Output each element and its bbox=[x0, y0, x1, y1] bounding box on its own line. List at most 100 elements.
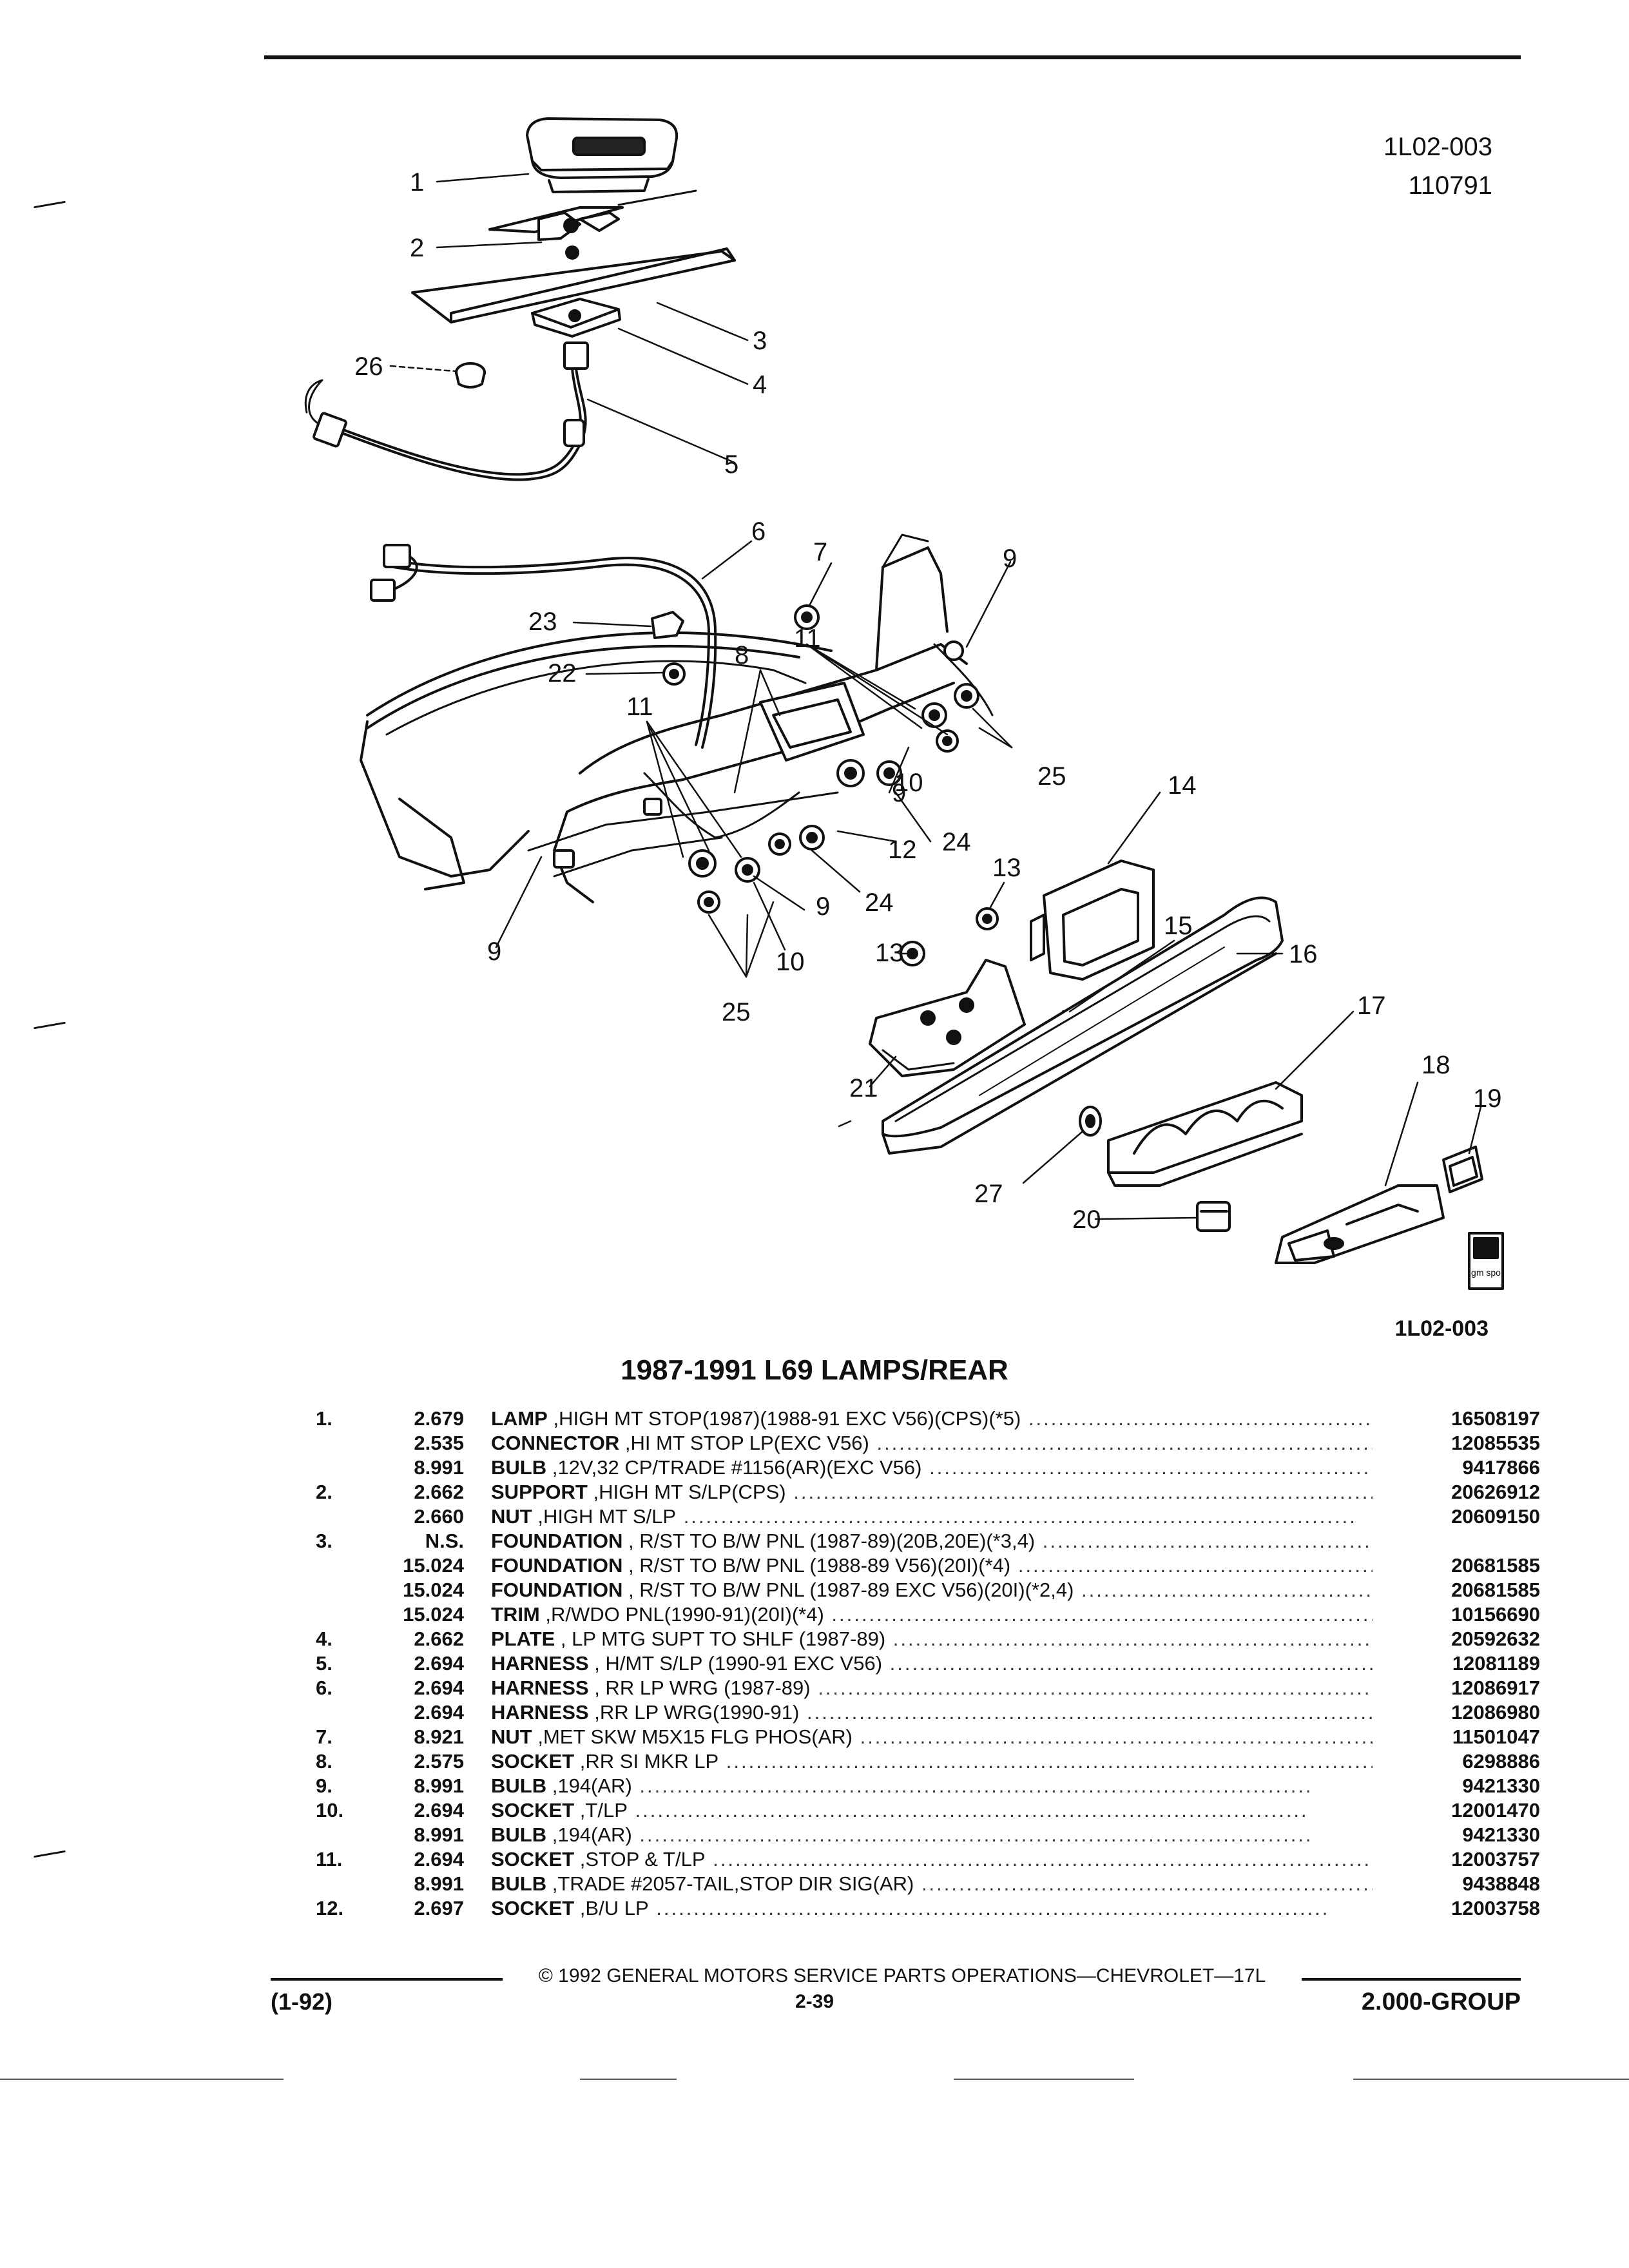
side-marker-lamp bbox=[1442, 1146, 1483, 1193]
part-description: HARNESS , RR LP WRG (1987-89) ..........… bbox=[491, 1676, 1373, 1700]
part-description: SOCKET ,RR SI MKR LP ...................… bbox=[491, 1749, 1373, 1774]
group-number: 2.662 bbox=[414, 1481, 464, 1503]
group-number: 2.694 bbox=[414, 1652, 464, 1675]
part-description: BULB ,194(AR) ..........................… bbox=[491, 1823, 1373, 1847]
part-detail: ,194(AR) bbox=[546, 1823, 632, 1846]
mounting-plate bbox=[531, 298, 621, 338]
callout-9: 9 bbox=[816, 892, 830, 921]
part-description: BULB ,TRADE #2057-TAIL,STOP DIR SIG(AR) … bbox=[491, 1872, 1373, 1896]
group-number: 15.024 bbox=[403, 1603, 464, 1626]
part-description: SOCKET ,STOP & T/LP ....................… bbox=[491, 1847, 1373, 1872]
part-detail: ,HIGH MT S/LP bbox=[532, 1505, 677, 1528]
callout-17: 17 bbox=[1357, 992, 1386, 1020]
part-number: 20681585 bbox=[1451, 1554, 1540, 1577]
callout-19: 19 bbox=[1473, 1084, 1502, 1113]
callout-10: 10 bbox=[776, 948, 805, 976]
callout-16: 16 bbox=[1289, 940, 1318, 968]
leader-dots: ........................................… bbox=[627, 1799, 1309, 1821]
part-detail: ,HIGH MT STOP(1987)(1988-91 EXC V56)(CPS… bbox=[547, 1407, 1021, 1430]
part-description: NUT ,MET SKW M5X15 FLG PHOS(AR) ........… bbox=[491, 1725, 1373, 1749]
section-title: 1987-1991 L69 LAMPS/REAR bbox=[621, 1354, 1008, 1386]
rear-body-structure bbox=[360, 533, 994, 903]
parts-row: 2.694 HARNESS ,RR LP WRG(1990-91) .......… bbox=[303, 1700, 1540, 1725]
part-name: FOUNDATION bbox=[491, 1554, 623, 1577]
part-number: 20681585 bbox=[1451, 1579, 1540, 1601]
group-number: 2.694 bbox=[414, 1677, 464, 1699]
header-ref-date: 110791 bbox=[1408, 171, 1492, 200]
callout-3: 3 bbox=[753, 327, 767, 355]
scan-mark bbox=[0, 2079, 284, 2080]
part-detail: ,HI MT STOP LP(EXC V56) bbox=[619, 1432, 869, 1454]
logo-text: gm spo bbox=[1471, 1267, 1501, 1278]
part-detail: ,R/WDO PNL(1990-91)(20I)(*4) bbox=[539, 1603, 824, 1626]
scan-mark bbox=[580, 2079, 677, 2080]
part-description: NUT ,HIGH MT S/LP ......................… bbox=[491, 1504, 1373, 1529]
part-description: PLATE , LP MTG SUPT TO SHLF (1987-89) ..… bbox=[491, 1627, 1373, 1651]
leader-dots: ........................................… bbox=[705, 1848, 1373, 1870]
margin-mark bbox=[34, 1850, 66, 1858]
part-number: 12086917 bbox=[1451, 1677, 1540, 1699]
group-number: 2.694 bbox=[414, 1701, 464, 1724]
part-number: 9421330 bbox=[1462, 1823, 1540, 1846]
part-description: BULB ,194(AR) ..........................… bbox=[491, 1774, 1373, 1798]
header-ref-code: 1L02-003 bbox=[1383, 133, 1492, 161]
callout-22: 22 bbox=[548, 659, 577, 687]
part-name: FOUNDATION bbox=[491, 1530, 623, 1552]
part-detail: ,RR LP WRG(1990-91) bbox=[588, 1701, 800, 1724]
group-number: 8.921 bbox=[414, 1725, 464, 1748]
callout-25: 25 bbox=[1037, 762, 1066, 791]
footer-group: 2.000-GROUP bbox=[1361, 1988, 1521, 2015]
leader-dots: ........................................… bbox=[676, 1505, 1357, 1528]
callout-labels: 1 2 3 4 5 6 7 8 9 9 9 9 10 10 11 11 12 1… bbox=[354, 168, 1502, 1234]
item-number: 7. bbox=[316, 1725, 333, 1748]
callout-11: 11 bbox=[794, 624, 821, 653]
callout-26: 26 bbox=[354, 352, 383, 381]
item-number: 5. bbox=[316, 1652, 333, 1675]
part-name: HARNESS bbox=[491, 1701, 589, 1724]
part-name: SOCKET bbox=[491, 1750, 575, 1773]
leader-dots: ........................................… bbox=[889, 1652, 1373, 1675]
group-number: 2.575 bbox=[414, 1750, 464, 1773]
footer-date: (1-92) bbox=[271, 1988, 333, 2015]
callout-7: 7 bbox=[813, 538, 827, 566]
part-number: 12086980 bbox=[1451, 1701, 1540, 1724]
part-description: HARNESS ,RR LP WRG(1990-91) ............… bbox=[491, 1700, 1373, 1725]
group-number: 8.991 bbox=[414, 1823, 464, 1846]
part-name: FOUNDATION bbox=[491, 1579, 623, 1601]
part-number: 12085535 bbox=[1451, 1432, 1540, 1454]
part-detail: , LP MTG SUPT TO SHLF (1987-89) bbox=[555, 1628, 886, 1650]
callout-8: 8 bbox=[735, 641, 749, 669]
callout-13: 13 bbox=[992, 854, 1021, 882]
callout-1: 1 bbox=[410, 168, 424, 197]
group-number: 8.991 bbox=[414, 1872, 464, 1895]
part-number: 12081189 bbox=[1452, 1652, 1540, 1675]
footer-page-number: 2-39 bbox=[795, 1991, 834, 2012]
leader-dots: ........................................… bbox=[831, 1603, 1373, 1626]
socket-20 bbox=[1196, 1201, 1231, 1232]
tail-lamp-housing bbox=[1107, 1081, 1303, 1187]
exploded-parts-diagram: 1 2 3 4 5 6 7 8 9 9 9 9 10 10 11 11 12 1… bbox=[304, 117, 1504, 1290]
group-number: 2.694 bbox=[414, 1799, 464, 1821]
part-name: TRIM bbox=[491, 1603, 540, 1626]
part-number: 16508197 bbox=[1451, 1407, 1540, 1430]
part-description: SOCKET ,T/LP ...........................… bbox=[491, 1798, 1373, 1823]
callout-9: 9 bbox=[892, 779, 906, 807]
rear-shelf-panel bbox=[411, 189, 736, 323]
part-number: 12003758 bbox=[1451, 1897, 1540, 1919]
part-detail: , R/ST TO B/W PNL (1988-89 V56)(20I)(*4) bbox=[622, 1554, 1011, 1577]
lamp-support bbox=[488, 206, 624, 260]
part-detail: ,TRADE #2057-TAIL,STOP DIR SIG(AR) bbox=[546, 1872, 914, 1895]
license-lamp-housing bbox=[1030, 860, 1155, 981]
scan-mark bbox=[954, 2079, 1134, 2080]
group-number: 2.694 bbox=[414, 1848, 464, 1870]
group-number: 15.024 bbox=[403, 1554, 464, 1577]
part-number: 20609150 bbox=[1451, 1505, 1540, 1528]
callout-9: 9 bbox=[1003, 544, 1017, 573]
part-name: SUPPORT bbox=[491, 1481, 588, 1503]
callout-2: 2 bbox=[410, 234, 424, 262]
part-detail: , R/ST TO B/W PNL (1987-89 EXC V56)(20I)… bbox=[622, 1579, 1074, 1601]
group-number: 2.679 bbox=[414, 1407, 464, 1430]
